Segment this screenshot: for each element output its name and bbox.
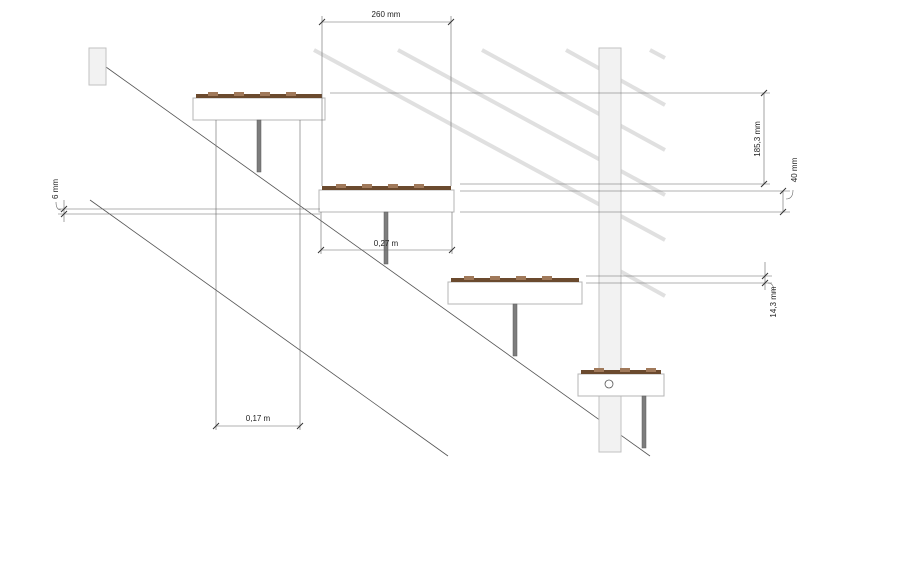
vertical-post xyxy=(598,47,622,453)
dim-support-spacing-label: 0,17 m xyxy=(246,414,271,423)
dim-40: 40 mm xyxy=(460,157,799,216)
dim-tread-depth-label: 260 mm xyxy=(372,10,401,19)
dim-rise-label: 185,3 mm xyxy=(753,121,762,157)
dim-thickness-label: 40 mm xyxy=(790,157,799,182)
dim-6: 6 mm xyxy=(51,179,320,222)
step-3 xyxy=(447,276,583,357)
bolt-icon xyxy=(604,379,614,389)
dim-017: 0,17 m xyxy=(212,120,304,430)
dim-027: 0,27 m xyxy=(317,212,456,254)
step-4 xyxy=(577,368,665,449)
step-1 xyxy=(192,92,326,173)
wall-bracket xyxy=(88,47,107,86)
dim-14: 14,3 mm xyxy=(586,262,778,318)
dim-offset-label: 14,3 mm xyxy=(769,286,778,317)
dim-step-spacing-label: 0,27 m xyxy=(374,239,399,248)
dim-185: 185,3 mm xyxy=(330,89,770,188)
stringer-lines xyxy=(89,66,651,457)
step-2 xyxy=(318,184,455,265)
dim-260: 260 mm xyxy=(318,10,455,186)
dim-gap-label: 6 mm xyxy=(51,179,60,199)
